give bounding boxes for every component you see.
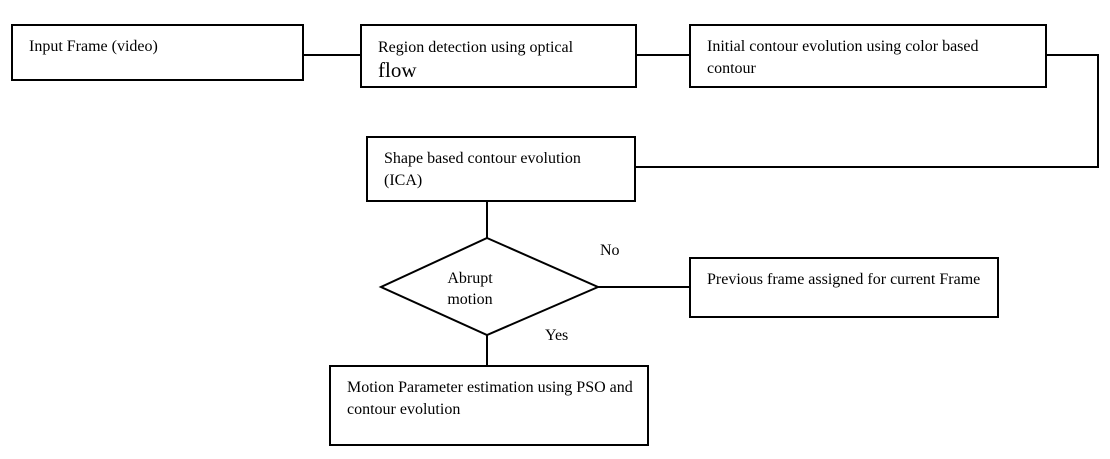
abrupt-motion-line1: Abrupt — [447, 270, 493, 287]
previous-frame-box: Previous frame assigned for current Fram… — [689, 257, 999, 318]
edge-label-yes: Yes — [545, 327, 569, 344]
abrupt-motion-text: Abrupt motion — [420, 268, 520, 310]
previous-frame-text: Previous frame assigned for current Fram… — [707, 271, 981, 288]
region-detection-box: Region detection using optical flow — [360, 24, 637, 88]
motion-parameter-box: Motion Parameter estimation using PSO an… — [329, 365, 649, 446]
shape-contour-box: Shape based contour evolution (ICA) — [366, 136, 636, 202]
region-detection-text: Region detection using optical — [378, 39, 574, 56]
shape-contour-text: Shape based contour evolution (ICA) — [384, 150, 581, 189]
abrupt-motion-line2: motion — [447, 291, 493, 308]
initial-contour-box: Initial contour evolution using color ba… — [689, 24, 1047, 88]
edge-label-no: No — [600, 242, 620, 259]
motion-parameter-text: Motion Parameter estimation using PSO an… — [347, 379, 633, 418]
input-frame-text: Input Frame (video) — [29, 38, 158, 55]
initial-contour-text: Initial contour evolution using color ba… — [707, 38, 979, 77]
decision-diamond — [378, 236, 601, 337]
connector-initial-to-shape — [636, 54, 1099, 168]
region-detection-text-line2: flow — [378, 58, 417, 82]
input-frame-box: Input Frame (video) — [11, 24, 304, 81]
